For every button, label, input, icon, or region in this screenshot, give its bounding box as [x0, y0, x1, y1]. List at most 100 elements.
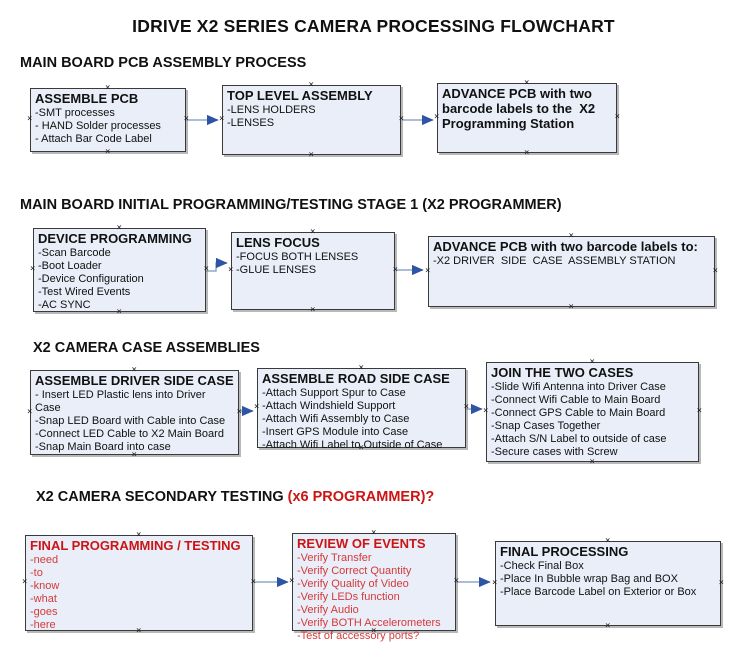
box-item: -Verify BOTH Accelerometers — [297, 617, 441, 629]
connection-point-icon: × — [463, 402, 469, 412]
box-item: -FOCUS BOTH LENSES — [236, 251, 359, 263]
connection-point-icon: × — [398, 114, 404, 124]
box-item: -X2 DRIVER SIDE CASE ASSEMBLY STATION — [433, 255, 676, 267]
flow-box-top-level-assembly: TOP LEVEL ASSEMBLY -LENS HOLDERS-LENSES … — [219, 81, 404, 160]
box-item: -Slide Wifi Antenna into Driver Case — [491, 381, 666, 393]
box-item: - HAND Solder processes — [35, 120, 161, 132]
box-item: -Test of accessory ports? — [297, 630, 420, 642]
box-items: -X2 DRIVER SIDE CASE ASSEMBLY STATION — [433, 255, 710, 268]
box-item: -Test Wired Events — [38, 286, 131, 298]
flow-box-review-of-events: REVIEW OF EVENTS -Verify Transfer-Verify… — [289, 529, 459, 643]
box-item: -know — [30, 580, 60, 592]
connection-point-icon: × — [250, 577, 256, 587]
box-item: -Verify Correct Quantity — [297, 565, 412, 577]
connection-point-icon: × — [492, 577, 498, 588]
box-item: -Check Final Box — [500, 560, 584, 572]
box-items: -LENS HOLDERS-LENSES — [227, 104, 396, 130]
box-title: DEVICE PROGRAMMING — [38, 231, 192, 246]
box-title: LENS FOCUS — [236, 235, 320, 250]
flow-box-final-processing: FINAL PROCESSING -Check Final Box-Place … — [492, 537, 724, 631]
connection-point-icon: × — [183, 114, 189, 124]
box-item: -Scan Barcode — [38, 247, 111, 259]
box-items: -Verify Transfer-Verify Correct Quantity… — [297, 552, 451, 643]
connection-point-icon: × — [30, 264, 36, 274]
connection-point-icon: × — [27, 406, 33, 417]
box-title: FINAL PROCESSING — [500, 544, 629, 559]
box-item: -Verify Quality of Video — [297, 578, 409, 590]
connection-point-icon: × — [22, 577, 28, 587]
flow-box-join-the-two-cases: JOIN THE TWO CASES -Slide Wifi Antenna i… — [483, 358, 702, 467]
box-title: JOIN THE TWO CASES — [491, 365, 634, 380]
box-item: -Verify Transfer — [297, 552, 372, 564]
box-item: -GLUE LENSES — [236, 264, 317, 276]
connection-point-icon: × — [605, 621, 611, 631]
flow-box-device-programming: DEVICE PROGRAMMING -Scan Barcode-Boot Lo… — [30, 224, 209, 317]
connection-point-icon: × — [524, 148, 530, 158]
box-item: -Attach Support Spur to Case — [262, 387, 406, 399]
connection-point-icon: × — [718, 577, 724, 588]
box-item: -Verify Audio — [297, 604, 359, 616]
box-item: -Snap Main Board into case — [35, 441, 171, 453]
flow-box-lens-focus: LENS FOCUS -FOCUS BOTH LENSES-GLUE LENSE… — [228, 228, 398, 315]
connection-point-icon: × — [219, 114, 225, 124]
box-item: -Attach Wifi Assembly to Case — [262, 413, 410, 425]
connection-point-icon: × — [308, 150, 314, 160]
page-title: IDRIVE X2 SERIES CAMERA PROCESSING FLOWC… — [132, 16, 615, 36]
box-item: -here — [30, 619, 56, 631]
section-heading-case-assemblies: X2 CAMERA CASE ASSEMBLIES — [33, 340, 260, 356]
box-item: -goes — [30, 606, 58, 618]
connection-point-icon: × — [105, 147, 111, 157]
box-items: -Scan Barcode-Boot Loader-Device Configu… — [38, 247, 201, 312]
box-item: -Place Barcode Label on Exterior or Box — [500, 586, 697, 598]
connection-point-icon: × — [453, 576, 459, 586]
flow-box-final-programming-testing: FINAL PROGRAMMING / TESTING -need-to-kno… — [22, 531, 256, 636]
box-items: -SMT processes- HAND Solder processes- A… — [35, 107, 181, 146]
connection-point-icon: × — [228, 265, 234, 275]
box-item: -Connect GPS Cable to Main Board — [491, 407, 666, 419]
flow-box-assemble-road-side-case: ASSEMBLE ROAD SIDE CASE -Attach Support … — [254, 364, 469, 453]
box-item: -LENS HOLDERS — [227, 104, 316, 116]
box-item: -Secure cases with Screw — [491, 446, 618, 458]
box-item: -LENSES — [227, 117, 275, 129]
flow-box-advance-pcb-programming-station: ADVANCE PCB with two barcode labels to t… — [434, 79, 620, 158]
box-title: REVIEW OF EVENTS — [297, 536, 426, 551]
box-item: - Insert LED Plastic lens into Driver Ca… — [35, 389, 209, 414]
connection-point-icon: × — [434, 112, 440, 122]
box-items: -FOCUS BOTH LENSES-GLUE LENSES — [236, 251, 390, 277]
connection-point-icon: × — [483, 406, 489, 416]
box-item: -Device Configuration — [38, 273, 144, 285]
box-item: -Connect LED Cable to X2 Main Board — [35, 428, 224, 440]
flow-box-assemble-pcb: ASSEMBLE PCB -SMT processes- HAND Solder… — [27, 84, 189, 157]
box-items: -Attach Support Spur to Case-Attach Wind… — [262, 387, 461, 452]
section-heading-text: MAIN BOARD INITIAL PROGRAMMING/TESTING S… — [20, 197, 562, 213]
box-item: -Attach S/N Label to outside of case — [491, 433, 667, 445]
section-heading-initial-programming: MAIN BOARD INITIAL PROGRAMMING/TESTING S… — [20, 197, 562, 213]
connection-point-icon: × — [27, 114, 33, 124]
connection-point-icon: × — [712, 265, 718, 276]
box-item: -to — [30, 567, 43, 579]
connection-point-icon: × — [254, 402, 260, 412]
box-title: TOP LEVEL ASSEMBLY — [227, 88, 373, 103]
connection-point-icon: × — [289, 576, 295, 586]
connection-point-icon: × — [589, 457, 595, 467]
section-heading-secondary-testing: X2 CAMERA SECONDARY TESTING (x6 PROGRAMM… — [36, 489, 434, 505]
section-heading-text: X2 CAMERA CASE ASSEMBLIES — [33, 340, 260, 356]
box-items: - Insert LED Plastic lens into Driver Ca… — [35, 389, 234, 454]
box-item: -Attach Windshield Support — [262, 400, 396, 412]
connection-point-icon: × — [236, 406, 242, 417]
box-items: -need-to-know-what-goes-here — [30, 554, 248, 632]
box-items: -Check Final Box-Place In Bubble wrap Ba… — [500, 560, 716, 599]
box-item: -Insert GPS Module into Case — [262, 426, 409, 438]
box-item: -Connect Wifi Cable to Main Board — [491, 394, 661, 406]
connection-point-icon: × — [392, 265, 398, 275]
section-heading-text: X2 CAMERA SECONDARY TESTING — [36, 489, 284, 505]
connection-point-icon: × — [568, 302, 574, 312]
box-item: -Snap Cases Together — [491, 420, 601, 432]
box-item: -Boot Loader — [38, 260, 102, 272]
box-item: -Place In Bubble wrap Bag and BOX — [500, 573, 678, 585]
section-heading-suffix: (x6 PROGRAMMER)? — [283, 489, 435, 505]
box-item: -Attach Wifi Label to Outside of Case — [262, 439, 443, 451]
flow-box-advance-pcb-driver-side-station: ADVANCE PCB with two barcode labels to: … — [425, 232, 718, 312]
box-item: -Snap LED Board with Cable into Case — [35, 415, 226, 427]
box-item: -Verify LEDs function — [297, 591, 400, 603]
